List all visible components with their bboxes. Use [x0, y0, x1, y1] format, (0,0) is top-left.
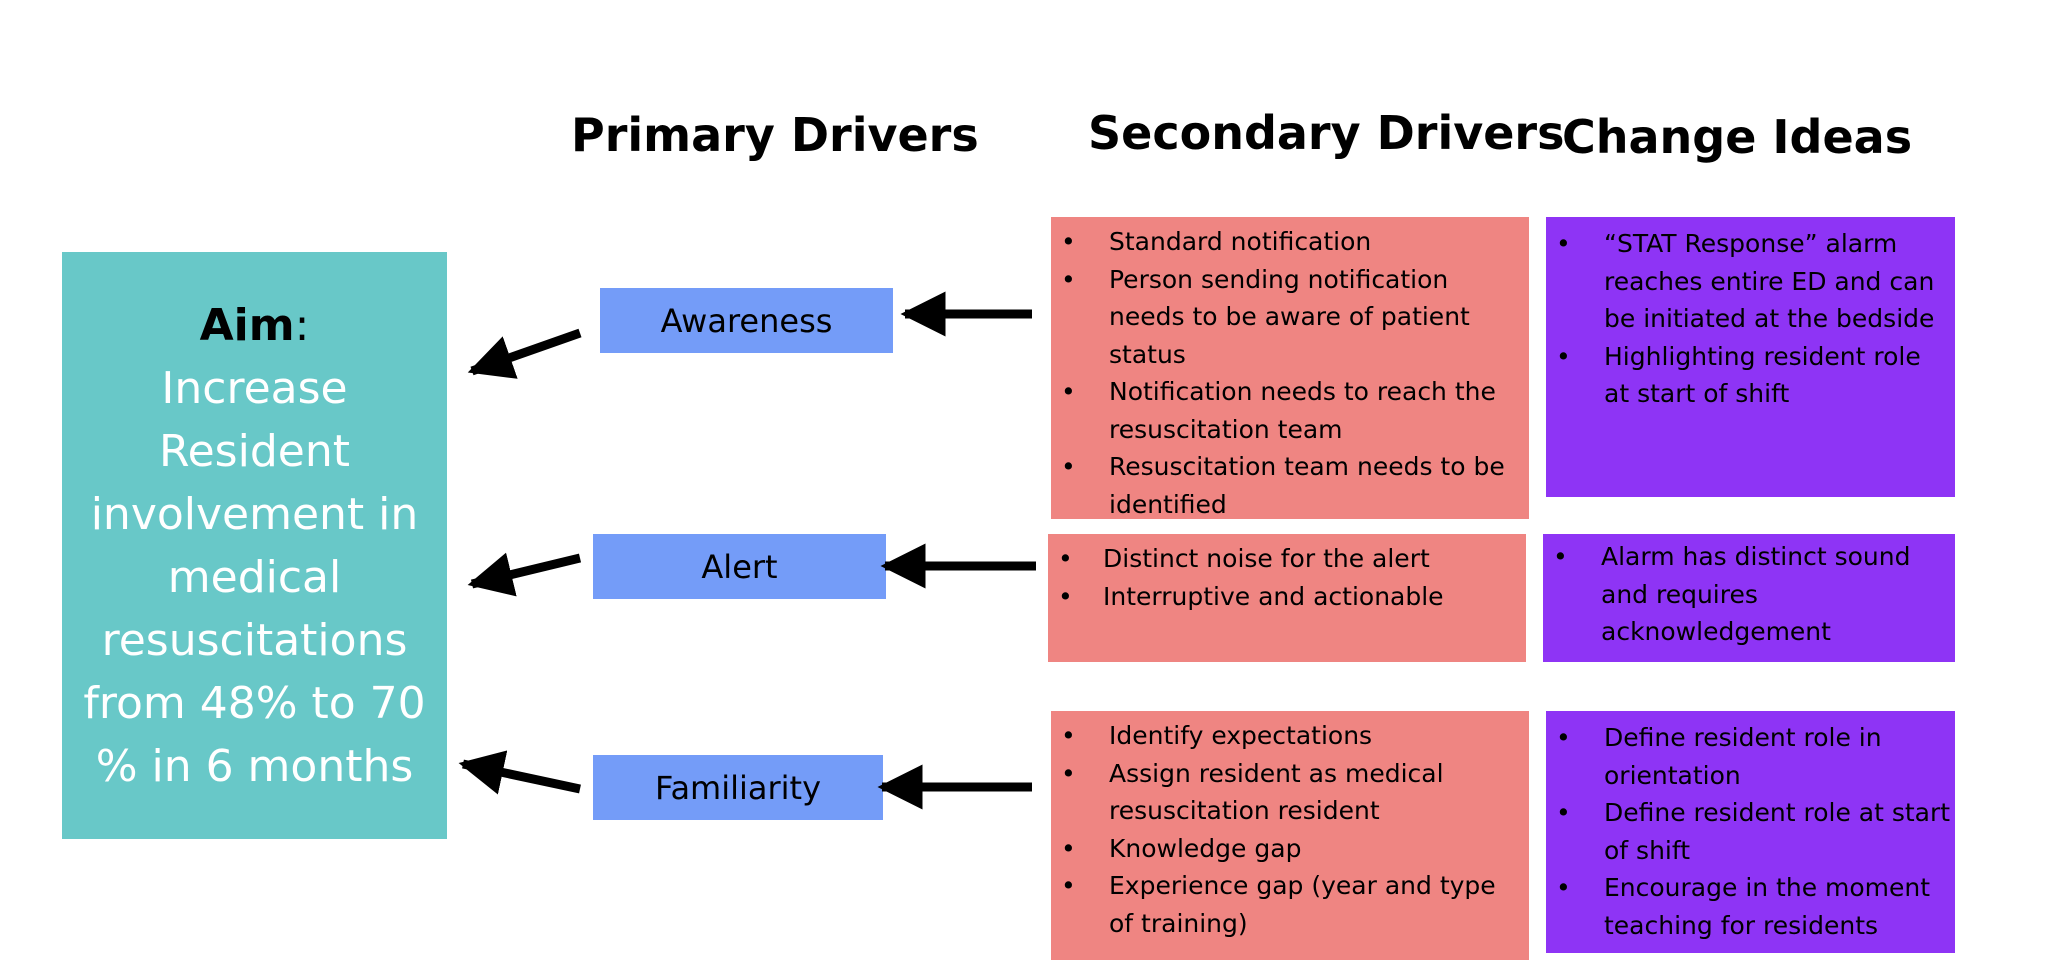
list-item: Encourage in the moment teaching for res…: [1546, 869, 1951, 944]
list-item: Person sending notification needs to be …: [1051, 261, 1525, 374]
arrow-alert-to-aim: [467, 552, 582, 597]
primary-driver-alert: Alert: [593, 534, 886, 599]
aim-heading: Aim:: [62, 294, 447, 357]
secondary-drivers-awareness: Standard notification Person sending not…: [1051, 217, 1529, 519]
header-primary-drivers: Primary Drivers: [571, 108, 979, 162]
arrow-awareness-to-aim: [467, 328, 582, 379]
primary-driver-familiarity: Familiarity: [593, 755, 883, 820]
header-change-ideas: Change Ideas: [1562, 110, 1913, 164]
aim-label: Aim: [199, 299, 295, 351]
arrow-familiarity-to-aim: [458, 750, 581, 795]
secondary-drivers-familiarity: Identify expectations Assign resident as…: [1051, 711, 1529, 960]
list-item: Alarm has distinct sound and requires ac…: [1543, 538, 1951, 651]
list-item: Define resident role in orientation: [1546, 719, 1951, 794]
list-item: Standard notification: [1051, 223, 1525, 261]
list-item: Highlighting resident role at start of s…: [1546, 338, 1951, 413]
list-item: Interruptive and actionable: [1048, 578, 1522, 616]
list-item: Define resident role at start of shift: [1546, 794, 1951, 869]
list-item: Experience gap (year and type of trainin…: [1051, 867, 1525, 942]
list-item: “STAT Response” alarm reaches entire ED …: [1546, 225, 1951, 338]
secondary-drivers-alert: Distinct noise for the alert Interruptiv…: [1048, 534, 1526, 662]
change-ideas-familiarity: Define resident role in orientation Defi…: [1546, 711, 1955, 953]
change-ideas-alert: Alarm has distinct sound and requires ac…: [1543, 534, 1955, 662]
list-item: Knowledge gap: [1051, 830, 1525, 868]
aim-text: Increase Resident involvement in medical…: [83, 362, 426, 792]
primary-driver-awareness: Awareness: [600, 288, 893, 353]
header-secondary-drivers: Secondary Drivers: [1088, 106, 1565, 160]
aim-colon: :: [294, 299, 310, 351]
change-ideas-awareness: “STAT Response” alarm reaches entire ED …: [1546, 217, 1955, 497]
list-item: Identify expectations: [1051, 717, 1525, 755]
list-item: Distinct noise for the alert: [1048, 540, 1522, 578]
list-item: Assign resident as medical resuscitation…: [1051, 755, 1525, 830]
list-item: Notification needs to reach the resuscit…: [1051, 373, 1525, 448]
list-item: Resuscitation team needs to be identifie…: [1051, 448, 1525, 519]
aim-box: Aim: Increase Resident involvement in me…: [62, 252, 447, 839]
